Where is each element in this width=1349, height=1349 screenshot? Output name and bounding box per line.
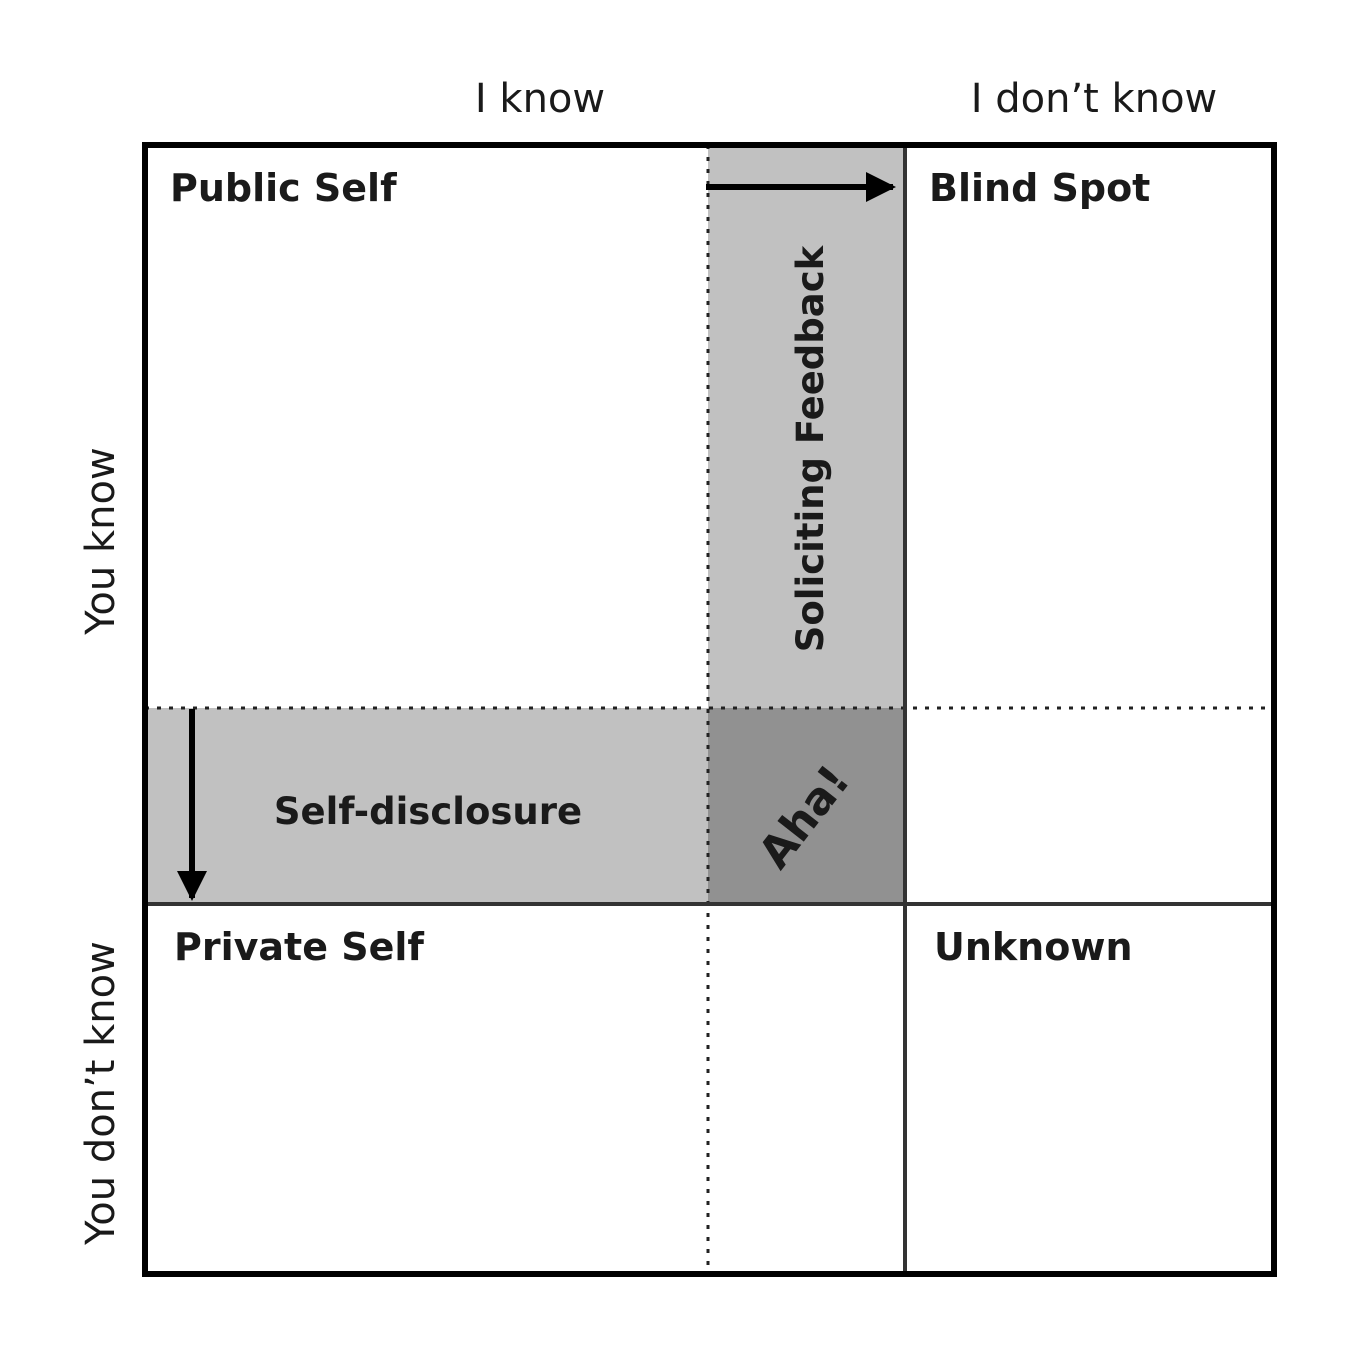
aha-region <box>708 708 905 904</box>
band-label-soliciting-feedback: Soliciting Feedback <box>789 244 832 652</box>
quadrant-label-private-self: Private Self <box>174 925 424 969</box>
outer-frame <box>142 142 1277 1277</box>
axis-label-i-know: I know <box>475 76 605 122</box>
quadrant-label-unknown: Unknown <box>934 925 1133 969</box>
axis-label-you-know: You know <box>78 447 124 635</box>
quadrant-label-public-self: Public Self <box>170 166 397 210</box>
axis-label-you-dont-know: You don’t know <box>78 941 124 1246</box>
axis-label-i-dont-know: I don’t know <box>971 76 1218 122</box>
disclosure-band <box>145 708 708 904</box>
quadrant-label-blind-spot: Blind Spot <box>929 166 1150 210</box>
band-label-self-disclosure: Self-disclosure <box>274 790 582 833</box>
feedback-band <box>708 145 905 708</box>
